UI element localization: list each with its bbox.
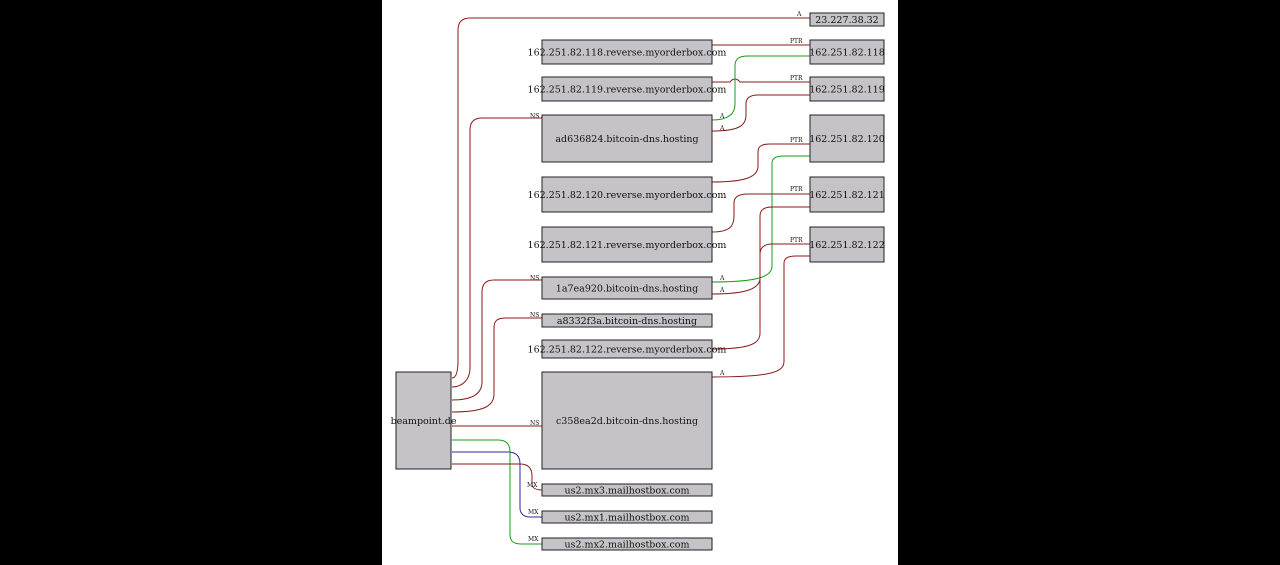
node-box [541, 371, 713, 470]
edge-label: PTR [790, 186, 803, 193]
node-box [541, 313, 713, 328]
edge-beampoint-ns-a8332f3a [451, 317, 542, 413]
edge-beampoint-ns-1a7ea920 [451, 279, 542, 401]
node-box [809, 226, 885, 263]
node-beampoint[interactable]: beampoint.de [391, 371, 457, 470]
node-box [541, 176, 713, 213]
node-c358ea2d[interactable]: c358ea2d.bitcoin-dns.hosting [541, 371, 713, 470]
node-label: 162.251.82.118 [809, 48, 885, 59]
edge-label: A [719, 370, 725, 377]
node-label: 23.227.38.32 [815, 15, 878, 26]
node-label: 162.251.82.122.reverse.myorderbox.com [528, 345, 727, 356]
edge-label: PTR [790, 137, 803, 144]
edge-label: A [719, 287, 725, 294]
node-label: 162.251.82.120.reverse.myorderbox.com [528, 190, 727, 201]
edge-label: A [719, 275, 725, 282]
node-label: us2.mx1.mailhostbox.com [565, 513, 690, 524]
node-label: 162.251.82.121 [809, 190, 885, 201]
node-label: us2.mx3.mailhostbox.com [565, 486, 690, 497]
node-label: 162.251.82.119 [809, 85, 885, 96]
node-box [809, 12, 885, 27]
edge-label: MX [528, 536, 539, 543]
node-label: 162.251.82.119.reverse.myorderbox.com [528, 85, 727, 96]
node-a8332f3a[interactable]: a8332f3a.bitcoin-dns.hosting [541, 313, 713, 328]
node-162-251-82-121[interactable]: 162.251.82.121 [809, 176, 885, 213]
edge-label: A [719, 125, 725, 132]
edge-label: NS [530, 275, 539, 282]
node-1a7ea920[interactable]: 1a7ea920.bitcoin-dns.hosting [541, 276, 713, 300]
node-box [395, 371, 452, 470]
node-box [541, 510, 713, 524]
edge-label: NS [530, 113, 539, 120]
node-label: us2.mx2.mailhostbox.com [565, 540, 690, 551]
node-box [541, 114, 713, 163]
node-box [541, 39, 713, 65]
node-162-251-82-118[interactable]: 162.251.82.118 [809, 39, 885, 65]
edge-beampoint-mx-mx2 [452, 439, 542, 545]
node-162-251-82-120-rev[interactable]: 162.251.82.120.reverse.myorderbox.com [528, 176, 727, 213]
edge-label: NS [530, 312, 539, 319]
node-label: a8332f3a.bitcoin-dns.hosting [557, 316, 697, 327]
edge-121rev-ptr-121 [711, 193, 810, 233]
edge-label: PTR [790, 237, 803, 244]
edge-ad636824-a-119 [711, 94, 810, 132]
node-box [809, 176, 885, 213]
node-label: 162.251.82.122 [809, 240, 885, 251]
node-162-251-82-119-rev[interactable]: 162.251.82.119.reverse.myorderbox.com [528, 76, 727, 102]
node-box [809, 76, 885, 102]
edge-beampoint-mx-mx1 [452, 451, 542, 518]
node-162-251-82-119[interactable]: 162.251.82.119 [809, 76, 885, 102]
node-label: 162.251.82.120 [809, 134, 885, 145]
edge-beampoint-mx-mx3 [452, 463, 543, 491]
edge-label: NS [530, 420, 539, 427]
node-label: ad636824.bitcoin-dns.hosting [555, 134, 698, 145]
node-us2-mx3[interactable]: us2.mx3.mailhostbox.com [541, 483, 713, 497]
node-label: 1a7ea920.bitcoin-dns.hosting [556, 284, 698, 295]
node-box [541, 276, 713, 300]
edge-label: MX [528, 509, 539, 516]
node-us2-mx1[interactable]: us2.mx1.mailhostbox.com [541, 510, 713, 524]
node-label: 162.251.82.121.reverse.myorderbox.com [528, 240, 727, 251]
edge-label: PTR [790, 75, 803, 82]
node-162-251-82-122[interactable]: 162.251.82.122 [809, 226, 885, 263]
edge-beampoint-ns-ad636824 [451, 117, 542, 388]
node-us2-mx2[interactable]: us2.mx2.mailhostbox.com [541, 537, 713, 551]
node-23-227-38-32[interactable]: 23.227.38.32 [809, 12, 885, 27]
node-162-251-82-122-rev[interactable]: 162.251.82.122.reverse.myorderbox.com [528, 339, 727, 359]
edge-122rev-ptr-122 [711, 243, 810, 350]
node-label: 162.251.82.118.reverse.myorderbox.com [528, 48, 727, 59]
node-box [541, 483, 713, 497]
edge-1a7ea920-a-121 [711, 206, 810, 295]
node-162-251-82-120[interactable]: 162.251.82.120 [809, 114, 885, 163]
node-label: beampoint.de [391, 416, 457, 427]
node-ad636824[interactable]: ad636824.bitcoin-dns.hosting [541, 114, 713, 163]
node-box [541, 76, 713, 102]
node-box [809, 39, 885, 65]
node-box [809, 114, 885, 163]
edge-label: A [719, 113, 725, 120]
edge-1a7ea920-a-120 [711, 155, 810, 283]
edge-beampoint-a-23 [451, 17, 810, 379]
node-label: c358ea2d.bitcoin-dns.hosting [556, 416, 698, 427]
node-box [541, 537, 713, 551]
edge-c358ea2d-a-122 [711, 255, 810, 378]
edge-label: PTR [790, 38, 803, 45]
node-box [541, 226, 713, 263]
node-box [541, 339, 713, 359]
edge-label: A [796, 11, 802, 18]
edge-ad636824-a-118 [711, 55, 810, 121]
node-162-251-82-121-rev[interactable]: 162.251.82.121.reverse.myorderbox.com [528, 226, 727, 263]
node-162-251-82-118-rev[interactable]: 162.251.82.118.reverse.myorderbox.com [528, 39, 727, 65]
edge-label: MX [527, 482, 538, 489]
edge-120rev-ptr-120 [711, 143, 810, 183]
